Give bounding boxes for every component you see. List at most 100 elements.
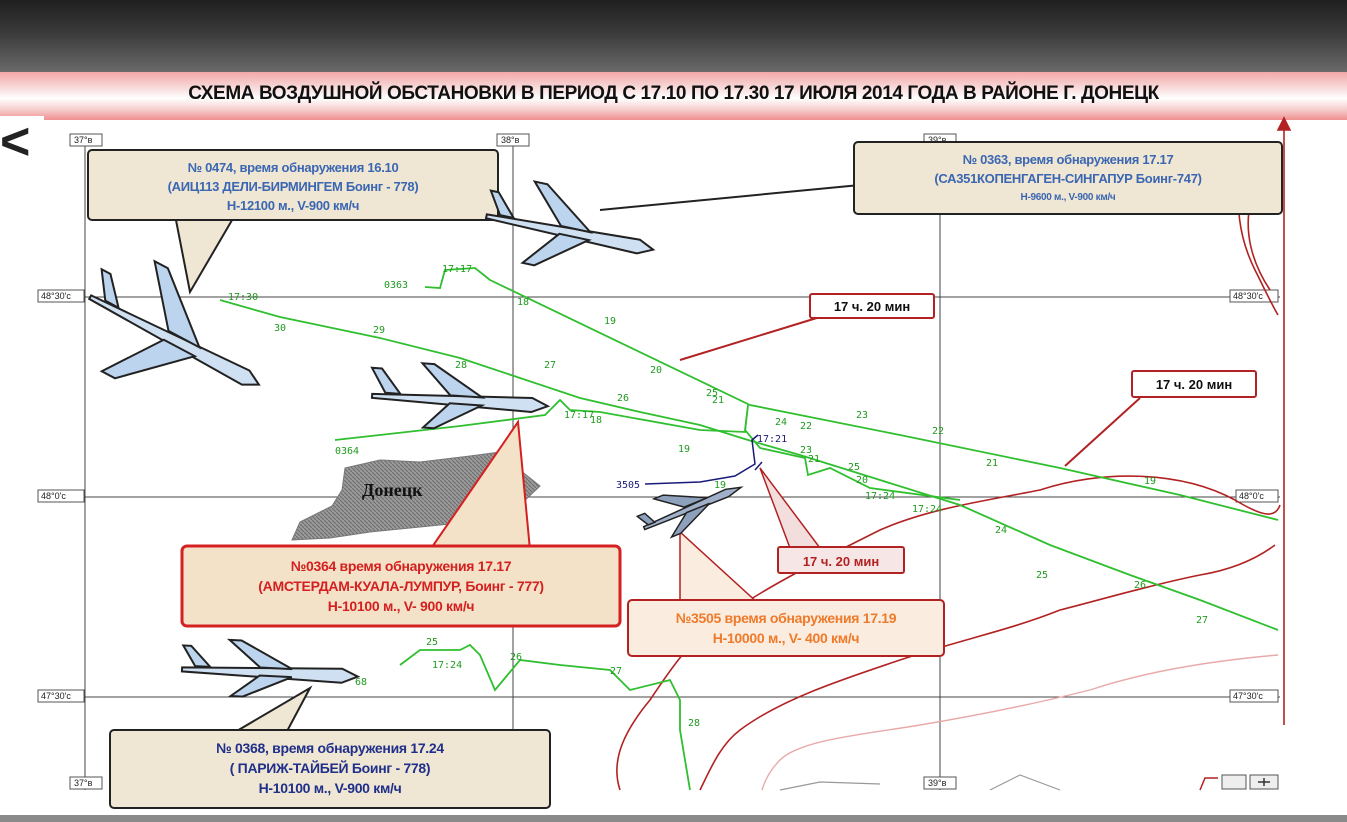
track-label: 20 xyxy=(856,475,868,486)
track-label: 19 xyxy=(714,480,726,491)
track-label: 25 xyxy=(1036,570,1048,581)
track-label: 27 xyxy=(610,666,622,677)
track-label: 20 xyxy=(650,365,662,376)
lon-label: 37°в xyxy=(74,778,93,788)
track-label: 28 xyxy=(688,718,700,729)
callout-0363 xyxy=(599,141,1283,215)
track-label: 25 xyxy=(426,637,438,648)
track-label: 23 xyxy=(800,445,812,456)
lat-label: 48°0'с xyxy=(1239,491,1264,501)
lon-label: 39°в xyxy=(928,135,947,145)
track-label: 24 xyxy=(995,525,1007,536)
track-label: 19 xyxy=(1144,476,1156,487)
lat-label: 48°30'с xyxy=(1233,291,1263,301)
top-banner xyxy=(0,0,1347,72)
track-label: 22 xyxy=(932,426,944,437)
track-label: 17:30 xyxy=(228,292,258,303)
airplane-icon xyxy=(484,180,656,267)
callout-line: (СА351КОПЕНГАГЕН-СИНГАПУР Боинг-747) xyxy=(934,171,1202,186)
flight-track-3505 xyxy=(644,434,763,485)
callout-line: №0364 время обнаружения 17.17 xyxy=(290,558,512,574)
callout-line: Н-10000 м., V- 400 км/ч xyxy=(712,630,860,646)
lat-label: 47°30'с xyxy=(41,691,71,701)
time-mark-label: 17 ч. 20 мин xyxy=(803,554,879,569)
time-mark-label: 17 ч. 20 мин xyxy=(834,299,910,314)
callout-0368-text: № 0368, время обнаружения 17.24 ( ПАРИЖ-… xyxy=(112,738,548,798)
callout-0474-text: № 0474, время обнаружения 16.10 (АИЦ113 … xyxy=(90,158,496,215)
flight-tracks-green xyxy=(219,267,1279,791)
track-labels: 0363 17:17 18 19 20 21 22 23 22 21 19 17… xyxy=(228,264,1208,729)
fighter-jet-icon xyxy=(635,486,744,539)
callout-line: Н-9600 м., V-900 км/ч xyxy=(1020,192,1116,203)
track-label: 27 xyxy=(1196,615,1208,626)
track-label: 0363 xyxy=(384,280,408,291)
track-label: 21 xyxy=(808,454,820,465)
track-label: 17:24 xyxy=(912,504,942,515)
time-marks: 17 ч. 20 мин 17 ч. 20 мин 17 ч. 20 мин xyxy=(679,293,1257,574)
lat-label: 48°30'с xyxy=(41,291,71,301)
chevron-left-icon[interactable]: < xyxy=(0,116,44,172)
callout-0363-text: № 0363, время обнаружения 17.17 (СА351КО… xyxy=(856,150,1280,207)
track-label: 17:21 xyxy=(757,434,787,445)
track-label: 23 xyxy=(856,410,868,421)
track-label: 19 xyxy=(678,444,690,455)
time-mark-label: 17 ч. 20 мин xyxy=(1156,377,1232,392)
callout-line: № 0363, время обнаружения 17.17 xyxy=(962,152,1174,167)
bottom-border xyxy=(0,815,1347,822)
track-label: 25 xyxy=(848,462,860,473)
lat-label: 48°0'с xyxy=(41,491,66,501)
callout-3505-text: №3505 время обнаружения 17.19 Н-10000 м.… xyxy=(630,608,942,648)
track-label: 0364 xyxy=(335,446,359,457)
lon-label: 38°в xyxy=(501,135,520,145)
track-label: 27 xyxy=(544,360,556,371)
airplane-icon xyxy=(87,259,261,386)
track-label: 17:24 xyxy=(865,491,895,502)
callout-line: № 0474, время обнаружения 16.10 xyxy=(187,160,399,175)
zoom-tool-icon[interactable] xyxy=(1221,774,1247,790)
grid-labels: 37°в 38°в 39°в 37°в 39°в 48°30'с 48°0'с … xyxy=(37,133,1279,790)
track-label: 3505 xyxy=(616,480,640,491)
callout-line: Н-12100 м., V-900 км/ч xyxy=(226,198,360,213)
callout-line: (АМСТЕРДАМ-КУАЛА-ЛУМПУР, Боинг - 777) xyxy=(258,578,544,594)
city-label: Донецк xyxy=(362,480,423,500)
track-label: 29 xyxy=(373,325,385,336)
lon-label: 37°в xyxy=(74,135,93,145)
callout-3505 xyxy=(627,530,945,657)
track-label: 19 xyxy=(604,316,616,327)
track-label: 18 xyxy=(517,297,529,308)
track-label: 21 xyxy=(712,395,724,406)
track-label: 17:24 xyxy=(432,660,462,671)
track-label: 21 xyxy=(986,458,998,469)
callout-line: Н-10100 м., V-900 км/ч xyxy=(258,780,402,796)
title-bar xyxy=(0,72,1347,120)
track-label: 26 xyxy=(1134,580,1146,591)
coordinate-grid xyxy=(40,135,1280,790)
track-label: 18 xyxy=(590,415,602,426)
track-label: 68 xyxy=(355,677,367,688)
lon-label: 39°в xyxy=(928,778,947,788)
callout-0368 xyxy=(109,685,551,809)
callout-0364-text: №0364 время обнаружения 17.17 (АМСТЕРДАМ… xyxy=(184,556,618,616)
airplane-icon xyxy=(180,638,361,698)
track-label: 26 xyxy=(510,652,522,663)
callout-0474 xyxy=(87,149,499,295)
track-label: 24 xyxy=(775,417,787,428)
callout-line: №3505 время обнаружения 17.19 xyxy=(675,610,897,626)
map-toolbar xyxy=(1199,774,1279,791)
track-label: 17:17 xyxy=(442,264,472,275)
lat-label: 47°30'с xyxy=(1233,691,1263,701)
track-label: 28 xyxy=(455,360,467,371)
track-label: 22 xyxy=(800,421,812,432)
track-label: 26 xyxy=(617,393,629,404)
callout-0364 xyxy=(180,419,622,628)
track-label: 17:17 xyxy=(564,410,594,421)
track-label: 25 xyxy=(706,388,718,399)
callout-line: Н-10100 м., V- 900 км/ч xyxy=(327,598,475,614)
airplane-icon xyxy=(370,362,551,430)
slide-title: СХЕМА ВОЗДУШНОЙ ОБСТАНОВКИ В ПЕРИОД С 17… xyxy=(188,83,1159,104)
callout-line: ( ПАРИЖ-ТАЙБЕЙ Боинг - 778) xyxy=(229,760,431,776)
border-lines xyxy=(616,116,1292,791)
callout-line: (АИЦ113 ДЕЛИ-БИРМИНГЕМ Боинг - 778) xyxy=(167,179,419,194)
callout-line: № 0368, время обнаружения 17.24 xyxy=(216,740,444,756)
